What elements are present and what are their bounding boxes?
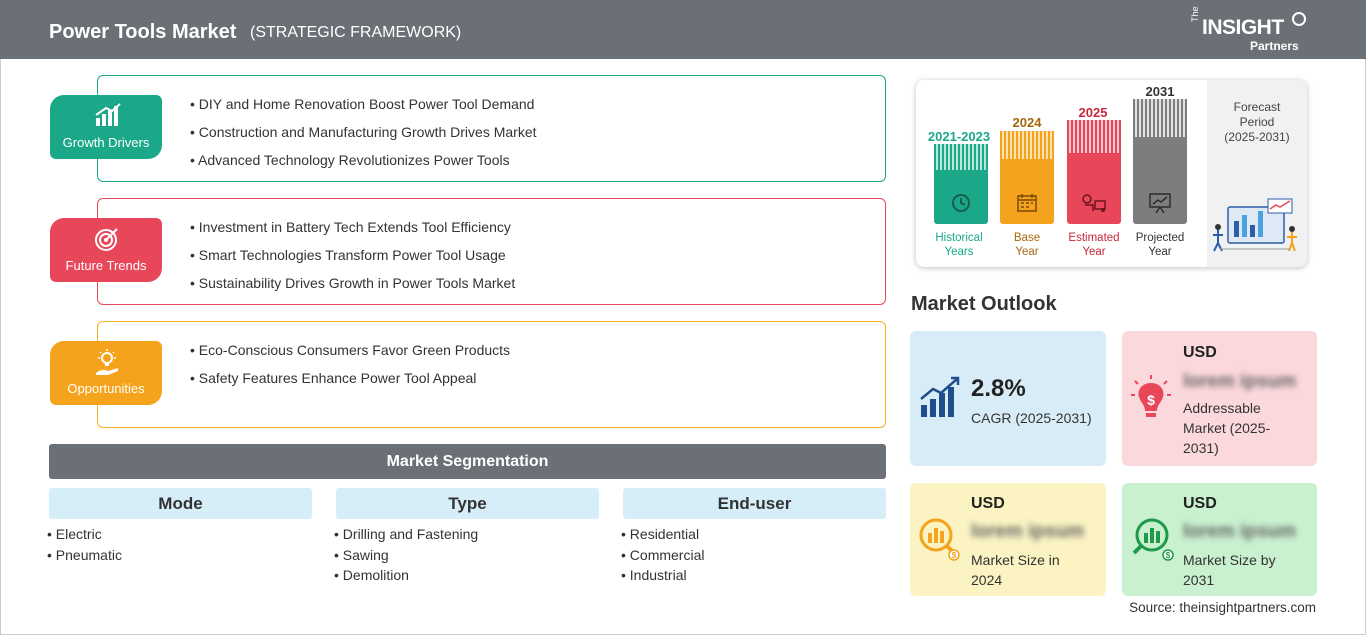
cagr-label: CAGR (2025-2031) [971, 410, 1092, 426]
forecast-period-title: Forecast Period (2025-2031) [1224, 100, 1290, 144]
growth-chart-icon [95, 103, 121, 126]
list-item: Commercial [621, 546, 705, 567]
opportunities-card: Eco-Conscious Consumers Favor Green Prod… [97, 321, 886, 428]
growth-chart-icon [920, 376, 960, 417]
year-estimated: 2025 [1078, 105, 1108, 120]
list-item: Investment in Battery Tech Extends Tool … [190, 218, 515, 246]
magnifier-chart-icon: $ [1132, 518, 1174, 561]
target-icon [95, 228, 118, 251]
estimated-column [1067, 120, 1121, 224]
segment-list-mode: Electric Pneumatic [47, 525, 122, 566]
page-title: Power Tools Market [49, 21, 237, 43]
header-bar: Power Tools Market (STRATEGIC FRAMEWORK)… [0, 0, 1366, 59]
estimate-icon [1082, 194, 1106, 212]
addressable-label: Addressable Market (2025- 2031) [1183, 400, 1271, 456]
list-item: Eco-Conscious Consumers Favor Green Prod… [190, 341, 510, 369]
growth-drivers-card: DIY and Home Renovation Boost Power Tool… [97, 75, 886, 182]
presentation-icon [1149, 193, 1171, 214]
market-size-2031-currency: USD [1183, 495, 1217, 512]
future-trends-card: Investment in Battery Tech Extends Tool … [97, 198, 886, 305]
opportunities-tag: Opportunities [50, 341, 162, 405]
lightbulb-hand-icon [96, 349, 118, 375]
year-projected: 2031 [1145, 84, 1175, 99]
market-size-2024-box: $ USD lorem ipsum Market Size in 2024 [910, 483, 1106, 596]
magnifier-chart-icon: $ [919, 518, 960, 561]
list-item: Electric [47, 525, 122, 546]
idea-dollar-icon: $ [1131, 375, 1171, 417]
segment-list-type: Drilling and Fastening Sawing Demolition [334, 525, 478, 587]
list-item: Sawing [334, 546, 478, 567]
market-outlook-title: Market Outlook [911, 293, 1057, 315]
list-item: Safety Features Enhance Power Tool Appea… [190, 369, 510, 397]
tag-label: Growth Drivers [62, 135, 150, 150]
market-size-2024-currency: USD [971, 495, 1005, 512]
addressable-market-box: $ USD lorem ipsum Addressable Market (20… [1122, 331, 1317, 466]
list-item: Advanced Technology Revolutionizes Power… [190, 151, 537, 179]
market-size-2031-value: lorem ipsum [1183, 521, 1296, 542]
cagr-box: 2.8% CAGR (2025-2031) [910, 331, 1106, 466]
base-column [1000, 131, 1054, 224]
history-icon [952, 194, 970, 212]
cagr-value: 2.8% [971, 375, 1026, 402]
list-item: Pneumatic [47, 546, 122, 567]
tag-label: Opportunities [67, 381, 145, 396]
market-size-2031-label: Market Size by 2031 [1183, 552, 1276, 588]
list-item: Construction and Manufacturing Growth Dr… [190, 123, 537, 151]
insight-partners-logo: The INSIGHT Partners [1190, 6, 1310, 54]
segment-heading-type: Type [336, 488, 599, 519]
market-size-2024-label: Market Size in 2024 [971, 552, 1060, 588]
list-item: Demolition [334, 566, 478, 587]
list-item: Industrial [621, 566, 704, 587]
source-credit: Source: theinsightpartners.com [1129, 600, 1316, 615]
addressable-value: lorem ipsum [1183, 371, 1296, 392]
projected-column [1133, 99, 1187, 224]
segment-heading-mode: Mode [49, 488, 312, 519]
year-base: 2024 [1012, 115, 1042, 130]
list-item: Sustainability Drives Growth in Power To… [190, 274, 515, 302]
svg-text:$: $ [1166, 551, 1171, 560]
page-subtitle: (STRATEGIC FRAMEWORK) [250, 24, 462, 41]
segment-list-end-user: Residential Commercial Industrial [621, 525, 705, 587]
svg-text:$: $ [952, 551, 957, 560]
historical-column [934, 144, 988, 224]
market-size-2031-box: $ USD lorem ipsum Market Size by 2031 [1122, 483, 1317, 596]
addressable-currency: USD [1183, 344, 1217, 361]
year-historical: 2021-2023 [927, 129, 991, 144]
list-item: Residential [621, 525, 704, 546]
market-size-2024-value: lorem ipsum [971, 521, 1084, 542]
svg-text:$: $ [1147, 392, 1155, 408]
list-item: DIY and Home Renovation Boost Power Tool… [190, 95, 537, 123]
market-segmentation-header: Market Segmentation [49, 444, 886, 479]
tag-label: Future Trends [65, 258, 147, 273]
growth-drivers-tag: Growth Drivers [50, 95, 162, 159]
future-trends-tag: Future Trends [50, 218, 162, 282]
segment-heading-end-user: End-user [623, 488, 886, 519]
list-item: Smart Technologies Transform Power Tool … [190, 246, 515, 274]
forecast-illustration-icon [1213, 198, 1297, 252]
calendar-icon [1017, 194, 1037, 212]
list-item: Drilling and Fastening [334, 525, 478, 546]
